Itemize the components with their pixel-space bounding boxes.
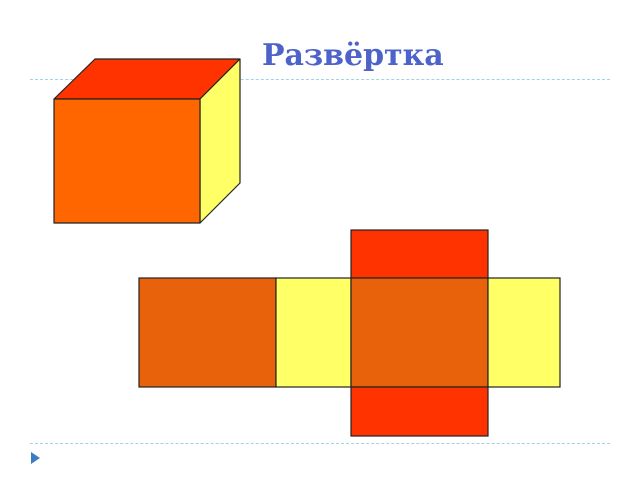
cube-front-face xyxy=(53,98,201,224)
bottom-rule xyxy=(30,443,610,444)
net-left-square xyxy=(138,277,277,388)
net-top-flap xyxy=(350,229,489,279)
net-center-square xyxy=(350,277,489,388)
cube-net xyxy=(138,229,561,437)
triangle-bullet-icon xyxy=(31,452,40,464)
cube xyxy=(53,58,241,224)
net-left-side xyxy=(275,277,352,388)
net-bottom-flap xyxy=(350,386,489,437)
top-rule xyxy=(30,79,610,80)
net-right-side xyxy=(487,277,561,388)
slide-title: Развёртка xyxy=(262,38,444,73)
